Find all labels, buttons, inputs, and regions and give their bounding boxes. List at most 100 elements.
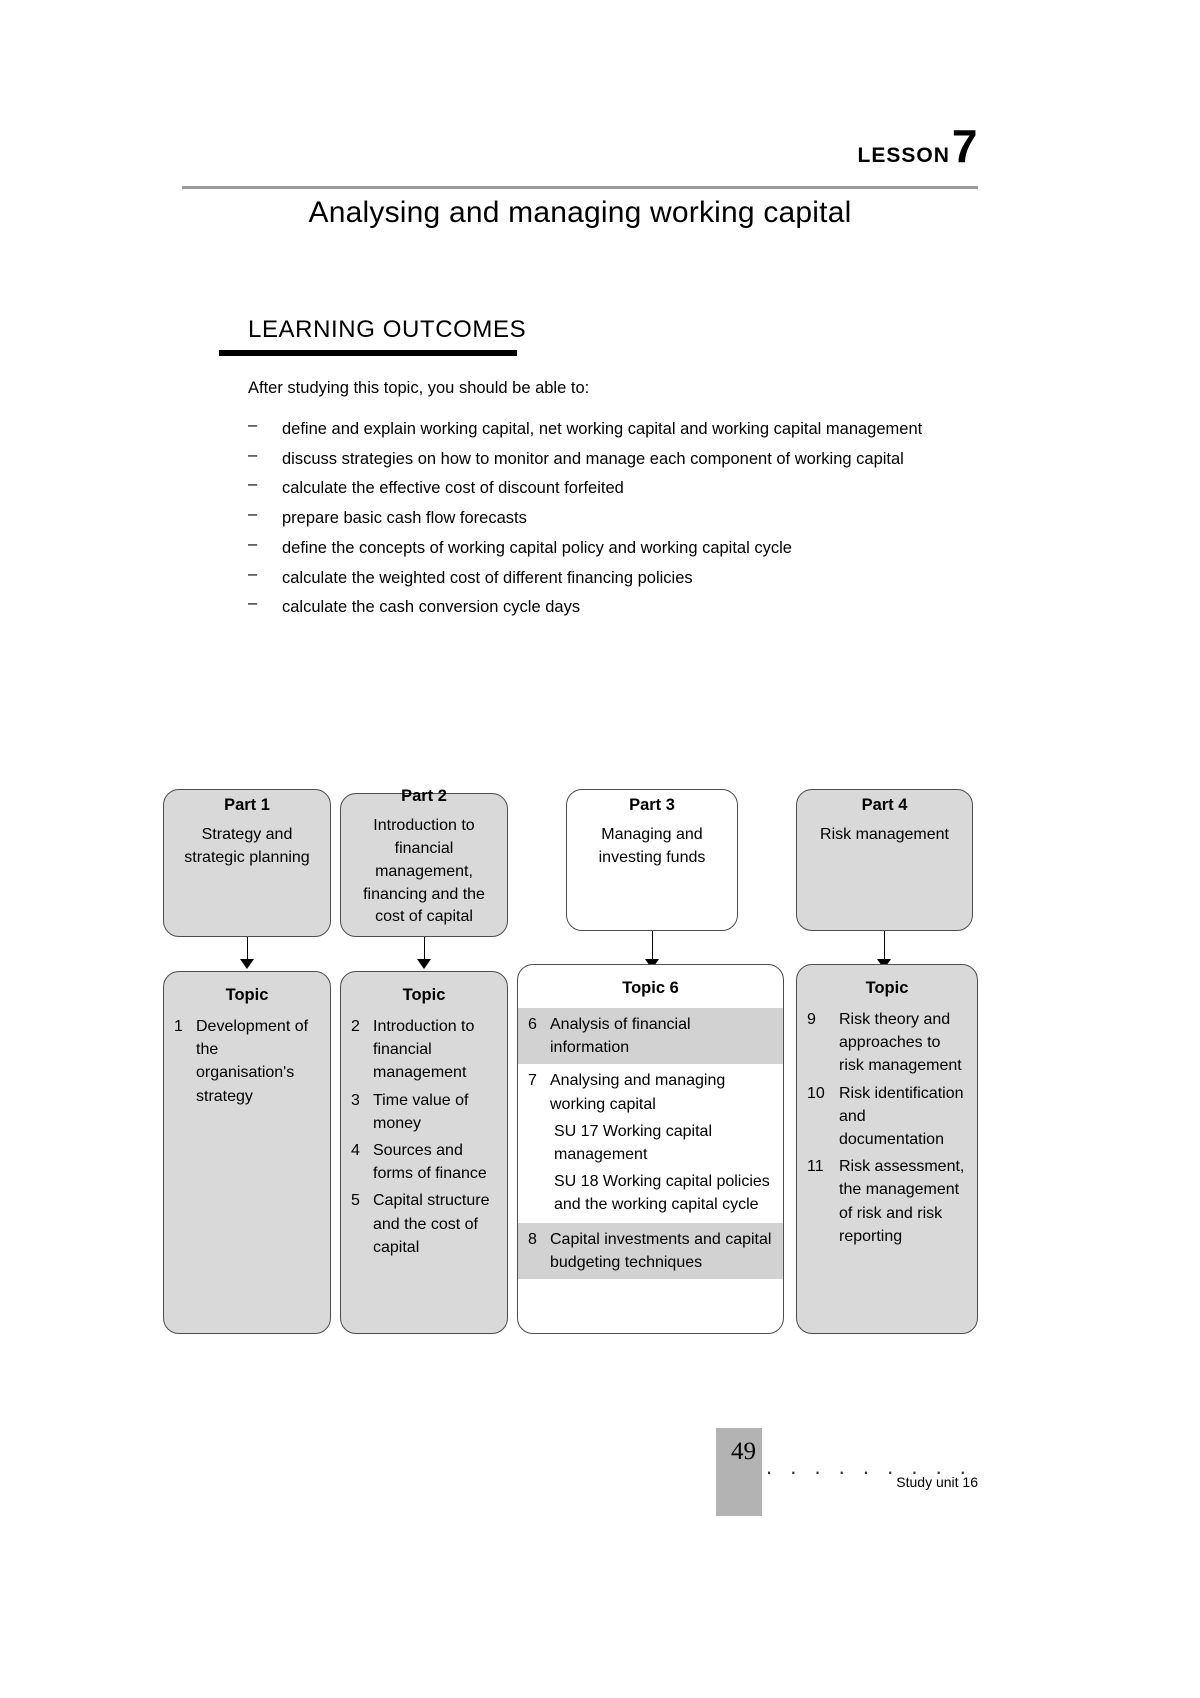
topic-list: 2 Introduction to financial management 3… [341, 1015, 507, 1273]
part-box-4[interactable]: Part 4 Risk management [796, 789, 973, 931]
topic-number: 10 [807, 1084, 825, 1102]
learning-outcomes-heading: LEARNING OUTCOMES [248, 316, 527, 343]
footer-caption: Study unit 16 [896, 1474, 978, 1490]
topic-label: Risk identification and documentation [839, 1084, 964, 1148]
list-item: 2 Introduction to financial management [341, 1015, 507, 1085]
page-number: 49 [731, 1438, 756, 1465]
part-body: Managing and investing funds [598, 826, 706, 867]
lesson-word: LESSON [857, 144, 950, 167]
lesson-number: 7 [951, 120, 978, 172]
topic-number: 7 [528, 1072, 537, 1090]
topic-number: 8 [528, 1230, 537, 1248]
dash-bullet: – [248, 445, 258, 464]
list-item-label: define the concepts of working capital p… [282, 538, 792, 557]
part-title: Part 1 [224, 796, 270, 814]
topic-label: Capital investments and capital budgetin… [550, 1230, 772, 1271]
lesson-tag: LESSON 7 [857, 120, 978, 172]
list-item: – define and explain working capital, ne… [248, 416, 978, 443]
topic-title: Topic [402, 986, 446, 1004]
list-item: 5 Capital structure and the cost of capi… [341, 1189, 507, 1259]
dash-bullet: – [248, 534, 258, 553]
topic-box-1[interactable]: Topic 1 Development of the organisation'… [163, 971, 331, 1334]
part-body: Introduction to financial management, fi… [363, 817, 485, 926]
topic-box-6[interactable]: Topic 6 6 Analysis of financial informat… [517, 964, 784, 1334]
list-item: 4 Sources and forms of finance [341, 1139, 507, 1185]
list-item-label: calculate the weighted cost of different… [282, 568, 693, 587]
footer-accent-block [716, 1428, 762, 1516]
topic-title: Topic 6 [622, 979, 679, 997]
arrow-head-icon [417, 959, 431, 969]
study-unit-17: SU 17 Working capital management [554, 1122, 712, 1163]
part-title: Part 2 [401, 787, 447, 805]
part-body: Risk management [820, 826, 949, 844]
learning-outcomes-intro: After studying this topic, you should be… [248, 379, 590, 397]
dash-bullet: – [248, 564, 258, 583]
list-item: 1 Development of the organisation's stra… [164, 1015, 330, 1108]
topic-number: 5 [351, 1192, 360, 1210]
part-box-1[interactable]: Part 1 Strategy and strategic planning [163, 789, 331, 937]
topic-box-2[interactable]: Topic 2 Introduction to financial manage… [340, 971, 508, 1334]
connector-line-1 [247, 937, 248, 961]
topic-number: 6 [528, 1016, 537, 1033]
list-item: – calculate the cash conversion cycle da… [248, 594, 978, 621]
topic-label: Risk assessment, the management of risk … [839, 1158, 965, 1245]
list-item: – discuss strategies on how to monitor a… [248, 446, 978, 473]
learning-outcomes-underline [219, 350, 517, 356]
part-box-2[interactable]: Part 2 Introduction to financial managem… [340, 787, 508, 937]
header-divider [182, 186, 978, 189]
dash-bullet: – [248, 475, 258, 494]
footer-dotted-rule: . . . . . . . . . . . . . . . . . . . . [766, 1454, 980, 1479]
arrow-head-icon [240, 959, 254, 969]
topic-label: Analysing and managing working capital [550, 1072, 726, 1113]
topic-title: Topic [225, 986, 269, 1004]
topic-list: 6 Analysis of financial information 7 An… [518, 1008, 783, 1294]
topic-number: 2 [351, 1018, 360, 1035]
topic-number: 11 [807, 1158, 824, 1176]
learning-outcomes-list: – define and explain working capital, ne… [248, 416, 978, 624]
connector-line-4 [884, 931, 885, 961]
list-item-label: calculate the effective cost of discount… [282, 479, 624, 498]
list-item: 6 Analysis of financial information [518, 1008, 783, 1065]
topic-label: Risk theory and approaches to risk manag… [839, 1011, 962, 1075]
topic-label: Development of the organisation's strate… [196, 1018, 309, 1105]
part-title: Part 3 [629, 796, 675, 814]
topic-number: 4 [351, 1141, 360, 1159]
list-item: – define the concepts of working capital… [248, 535, 978, 562]
list-item: 8 Capital investments and capital budget… [518, 1222, 783, 1279]
list-item: 3 Time value of money [341, 1089, 507, 1135]
study-unit-18: SU 18 Working capital policies and the w… [554, 1173, 770, 1214]
page-title: Analysing and managing working capital [308, 196, 852, 229]
topic-box-4[interactable]: Topic 9 Risk theory and approaches to ri… [796, 964, 978, 1334]
topic-label: Sources and forms of finance [373, 1141, 487, 1183]
list-item-label: define and explain working capital, net … [282, 420, 923, 438]
list-item: – prepare basic cash flow forecasts [248, 505, 978, 532]
part-title: Part 4 [861, 796, 908, 814]
topic-label: Time value of money [373, 1091, 469, 1132]
list-item: 10 Risk identification and documentation [797, 1082, 977, 1152]
list-item: 9 Risk theory and approaches to risk man… [797, 1008, 977, 1078]
topic-list: 1 Development of the organisation's stra… [164, 1015, 330, 1122]
list-item-label: calculate the cash conversion cycle days [282, 598, 581, 617]
part-body: Strategy and strategic planning [184, 826, 310, 867]
connector-line-3 [652, 931, 653, 961]
list-item: 7 Analysing and managing working capital [518, 1069, 783, 1115]
topic-title: Topic [865, 979, 909, 997]
topic-label: Capital structure and the cost of capita… [373, 1192, 490, 1256]
list-item-label: discuss strategies on how to monitor and… [282, 449, 904, 468]
topic-number: 3 [351, 1091, 360, 1109]
list-item-label: prepare basic cash flow forecasts [282, 509, 527, 528]
dash-bullet: – [248, 416, 258, 434]
list-item: 11 Risk assessment, the management of ri… [797, 1155, 977, 1248]
connector-line-2 [424, 937, 425, 961]
dash-bullet: – [248, 594, 258, 613]
list-item: – calculate the effective cost of discou… [248, 475, 978, 502]
topic-number: 1 [174, 1018, 183, 1035]
part-box-3[interactable]: Part 3 Managing and investing funds [566, 789, 738, 931]
topic-label: Introduction to financial management [373, 1018, 475, 1082]
topic-number: 9 [807, 1011, 816, 1028]
topic-list: 9 Risk theory and approaches to risk man… [797, 1008, 977, 1262]
course-structure-diagram: Part 1 Strategy and strategic planning P… [163, 780, 983, 1340]
dash-bullet: – [248, 505, 258, 524]
list-item: – calculate the weighted cost of differe… [248, 565, 978, 592]
